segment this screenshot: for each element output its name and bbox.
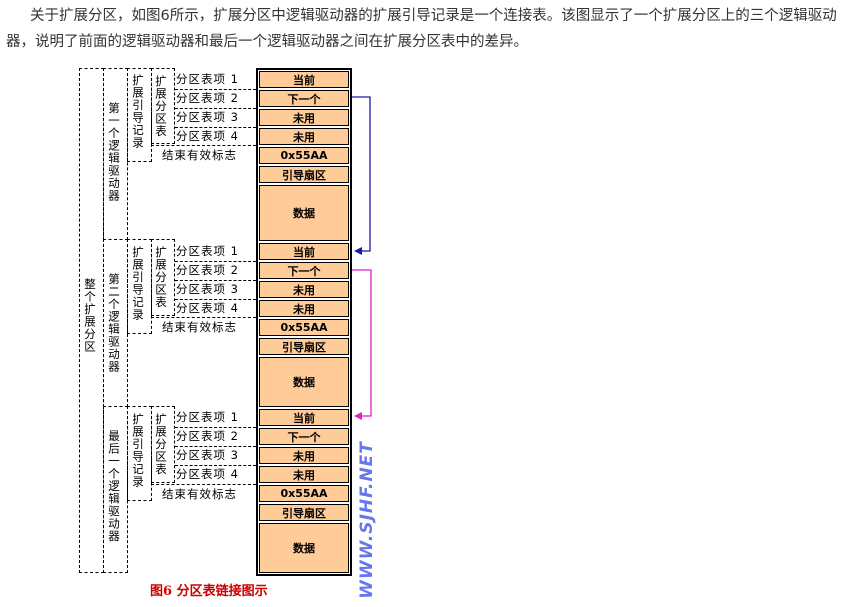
- arrow-drive1-to-drive2: [352, 96, 371, 252]
- drive-3-table-box: [151, 406, 175, 483]
- drive-1-cell-unused: 未用: [259, 128, 349, 145]
- drive-1-table-label: 扩展分区表: [154, 75, 168, 138]
- drive-2-table-label: 扩展分区表: [154, 246, 168, 309]
- drive-1-ebr-label: 扩展引导记录: [131, 74, 145, 149]
- drive-3-ebr-label: 扩展引导记录: [131, 413, 145, 488]
- drive-3-entry-1: 分区表项 1: [176, 410, 239, 424]
- drive-2-entry-3: 分区表项 3: [176, 282, 239, 296]
- whole-partition-label: 整个扩展分区: [83, 278, 97, 353]
- drive-1-entry-4: 分区表项 4: [176, 129, 239, 143]
- drive-1-cell-data: 数据: [259, 185, 349, 241]
- drive-3-cell-unused: 未用: [259, 466, 349, 483]
- drive-2-cell-unused: 未用: [259, 300, 349, 317]
- drive-2-entry-divider: [175, 299, 256, 300]
- watermark: WWW.SJHF.NET: [355, 441, 379, 599]
- drive-3-cell-next: 下一个: [259, 428, 349, 445]
- drive-3-entry-divider: [175, 427, 256, 428]
- drive-3-entry-3: 分区表项 3: [176, 448, 239, 462]
- drive-2-cell-current: 当前: [259, 243, 349, 260]
- drive-3-cell-boot-sector: 引导扇区: [259, 504, 349, 521]
- figure-caption: 图6 分区表链接图示: [150, 584, 268, 599]
- drive-2-end-marker: 结束有效标志: [162, 320, 237, 334]
- drive-1-label: 第一个逻辑驱动器: [107, 102, 121, 202]
- drive-2-entry-1: 分区表项 1: [176, 244, 239, 258]
- drive-3-entry-divider: [175, 465, 256, 466]
- drive-1-entry-2: 分区表项 2: [176, 91, 239, 105]
- drive-3-cell-current: 当前: [259, 409, 349, 426]
- drive-1-entry-divider: [175, 89, 256, 90]
- drive-1-entry-divider: [175, 108, 256, 109]
- drive-2-cell-next: 下一个: [259, 262, 349, 279]
- drive-3-table-label: 扩展分区表: [154, 413, 168, 476]
- drive-2-entry-divider: [151, 317, 256, 318]
- drive-1-end-marker: 结束有效标志: [162, 148, 237, 162]
- drive-2-cell-data: 数据: [259, 357, 349, 407]
- drive-3-cell-data: 数据: [259, 523, 349, 573]
- watermark-text: WWW.SJHF.NET: [357, 441, 377, 599]
- drive-2-label: 第二个逻辑驱动器: [107, 273, 121, 373]
- drive-3-cell-signature: 0x55AA: [259, 485, 349, 502]
- drive-3-entry-divider: [151, 484, 256, 485]
- drive-1-cell-current: 当前: [259, 71, 349, 88]
- drive-2-cell-unused: 未用: [259, 281, 349, 298]
- drive-2-table-box: [151, 239, 175, 316]
- drive-1-cell-signature: 0x55AA: [259, 147, 349, 164]
- drive-3-entry-divider: [175, 446, 256, 447]
- drive-2-entry-4: 分区表项 4: [176, 301, 239, 315]
- drive-3-entry-4: 分区表项 4: [176, 467, 239, 481]
- intro-text: 关于扩展分区，如图6所示，扩展分区中逻辑驱动器的扩展引导记录是一个连接表。该图显…: [6, 8, 837, 50]
- drive-2-cell-boot-sector: 引导扇区: [259, 338, 349, 355]
- drive-3-cell-unused: 未用: [259, 447, 349, 464]
- arrow-drive2-to-drive3: [352, 269, 372, 417]
- drive-1-cell-next: 下一个: [259, 90, 349, 107]
- arrow-drive1-to-drive2-head: [354, 247, 362, 255]
- drive-2-entry-2: 分区表项 2: [176, 263, 239, 277]
- drive-2-entry-divider: [175, 280, 256, 281]
- drive-3-label: 最后一个逻辑驱动器: [107, 430, 121, 543]
- drive-1-cell-unused: 未用: [259, 109, 349, 126]
- intro-paragraph: 关于扩展分区，如图6所示，扩展分区中逻辑驱动器的扩展引导记录是一个连接表。该图显…: [6, 3, 856, 55]
- drive-2-ebr-label: 扩展引导记录: [131, 246, 145, 321]
- drive-1-table-box: [151, 68, 175, 144]
- drive-2-cell-signature: 0x55AA: [259, 319, 349, 336]
- drive-1-entry-divider: [151, 145, 256, 146]
- drive-3-entry-2: 分区表项 2: [176, 429, 239, 443]
- drive-3-end-marker: 结束有效标志: [162, 487, 237, 501]
- drive-1-entry-3: 分区表项 3: [176, 110, 239, 124]
- drive-1-entry-1: 分区表项 1: [176, 72, 239, 86]
- arrow-drive2-to-drive3-head: [354, 412, 362, 420]
- drive-2-entry-divider: [175, 261, 256, 262]
- drive-1-entry-divider: [175, 127, 256, 128]
- drive-1-cell-boot-sector: 引导扇区: [259, 166, 349, 183]
